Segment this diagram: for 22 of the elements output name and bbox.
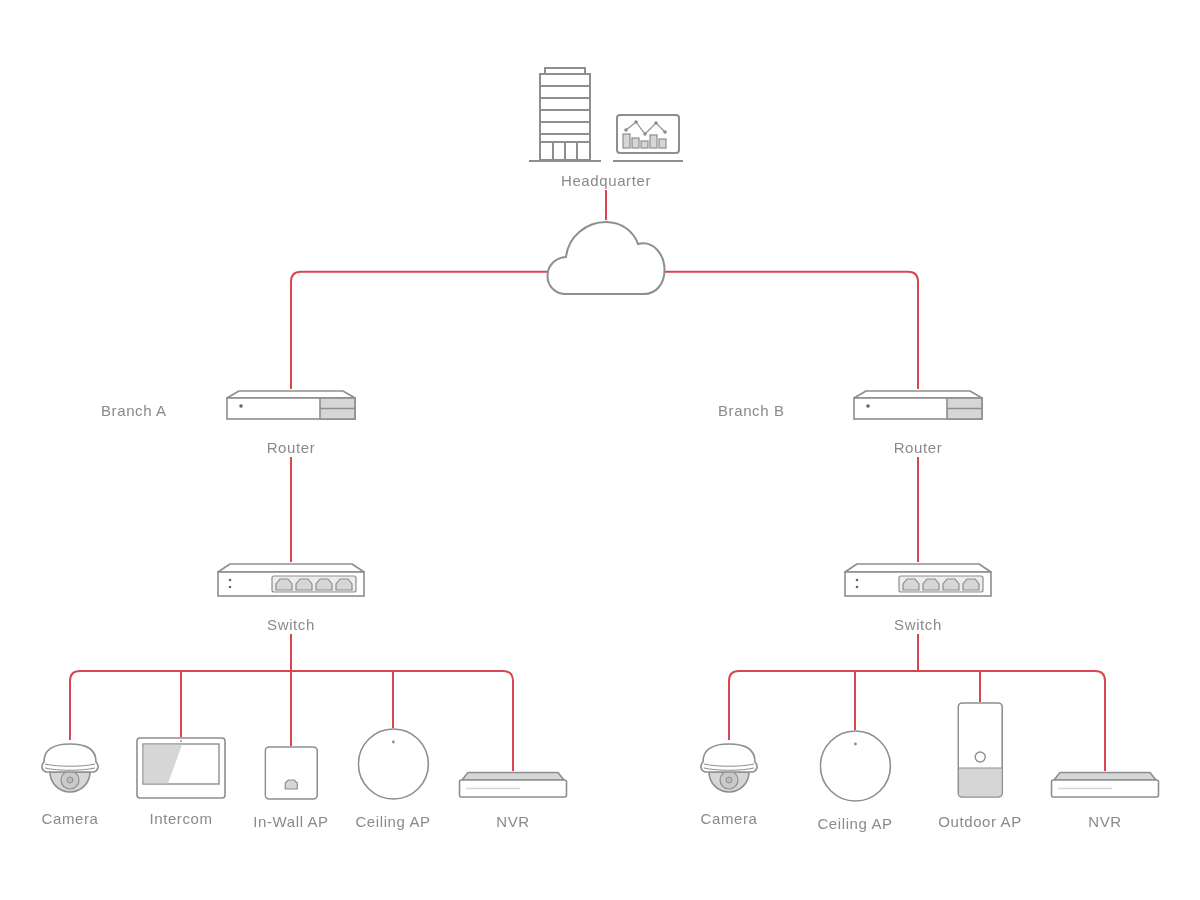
- device-label: Switch: [267, 616, 315, 634]
- device-label: Switch: [894, 616, 942, 634]
- cloud: [546, 220, 666, 296]
- device-label: Headquarter: [561, 172, 651, 190]
- device-label: Router: [266, 439, 316, 457]
- device-label: Camera: [41, 810, 99, 828]
- device-label: In-Wall AP: [253, 813, 329, 831]
- device-label: Intercom: [149, 810, 213, 828]
- device-label: Outdoor AP: [938, 813, 1022, 831]
- connector-line: [290, 456, 292, 563]
- device-label: Camera: [700, 810, 758, 828]
- connector-line: [290, 633, 514, 772]
- connector-line: [917, 633, 1106, 772]
- device-label: NVR: [1088, 813, 1122, 831]
- device-label: Router: [893, 439, 943, 457]
- device-label: Ceiling AP: [355, 813, 431, 831]
- branch-label: Branch B: [718, 402, 785, 420]
- branch-label: Branch A: [101, 402, 167, 420]
- connector-line: [605, 189, 607, 221]
- connector-line: [917, 456, 919, 563]
- device-label: Ceiling AP: [817, 815, 893, 833]
- device-label: NVR: [496, 813, 530, 831]
